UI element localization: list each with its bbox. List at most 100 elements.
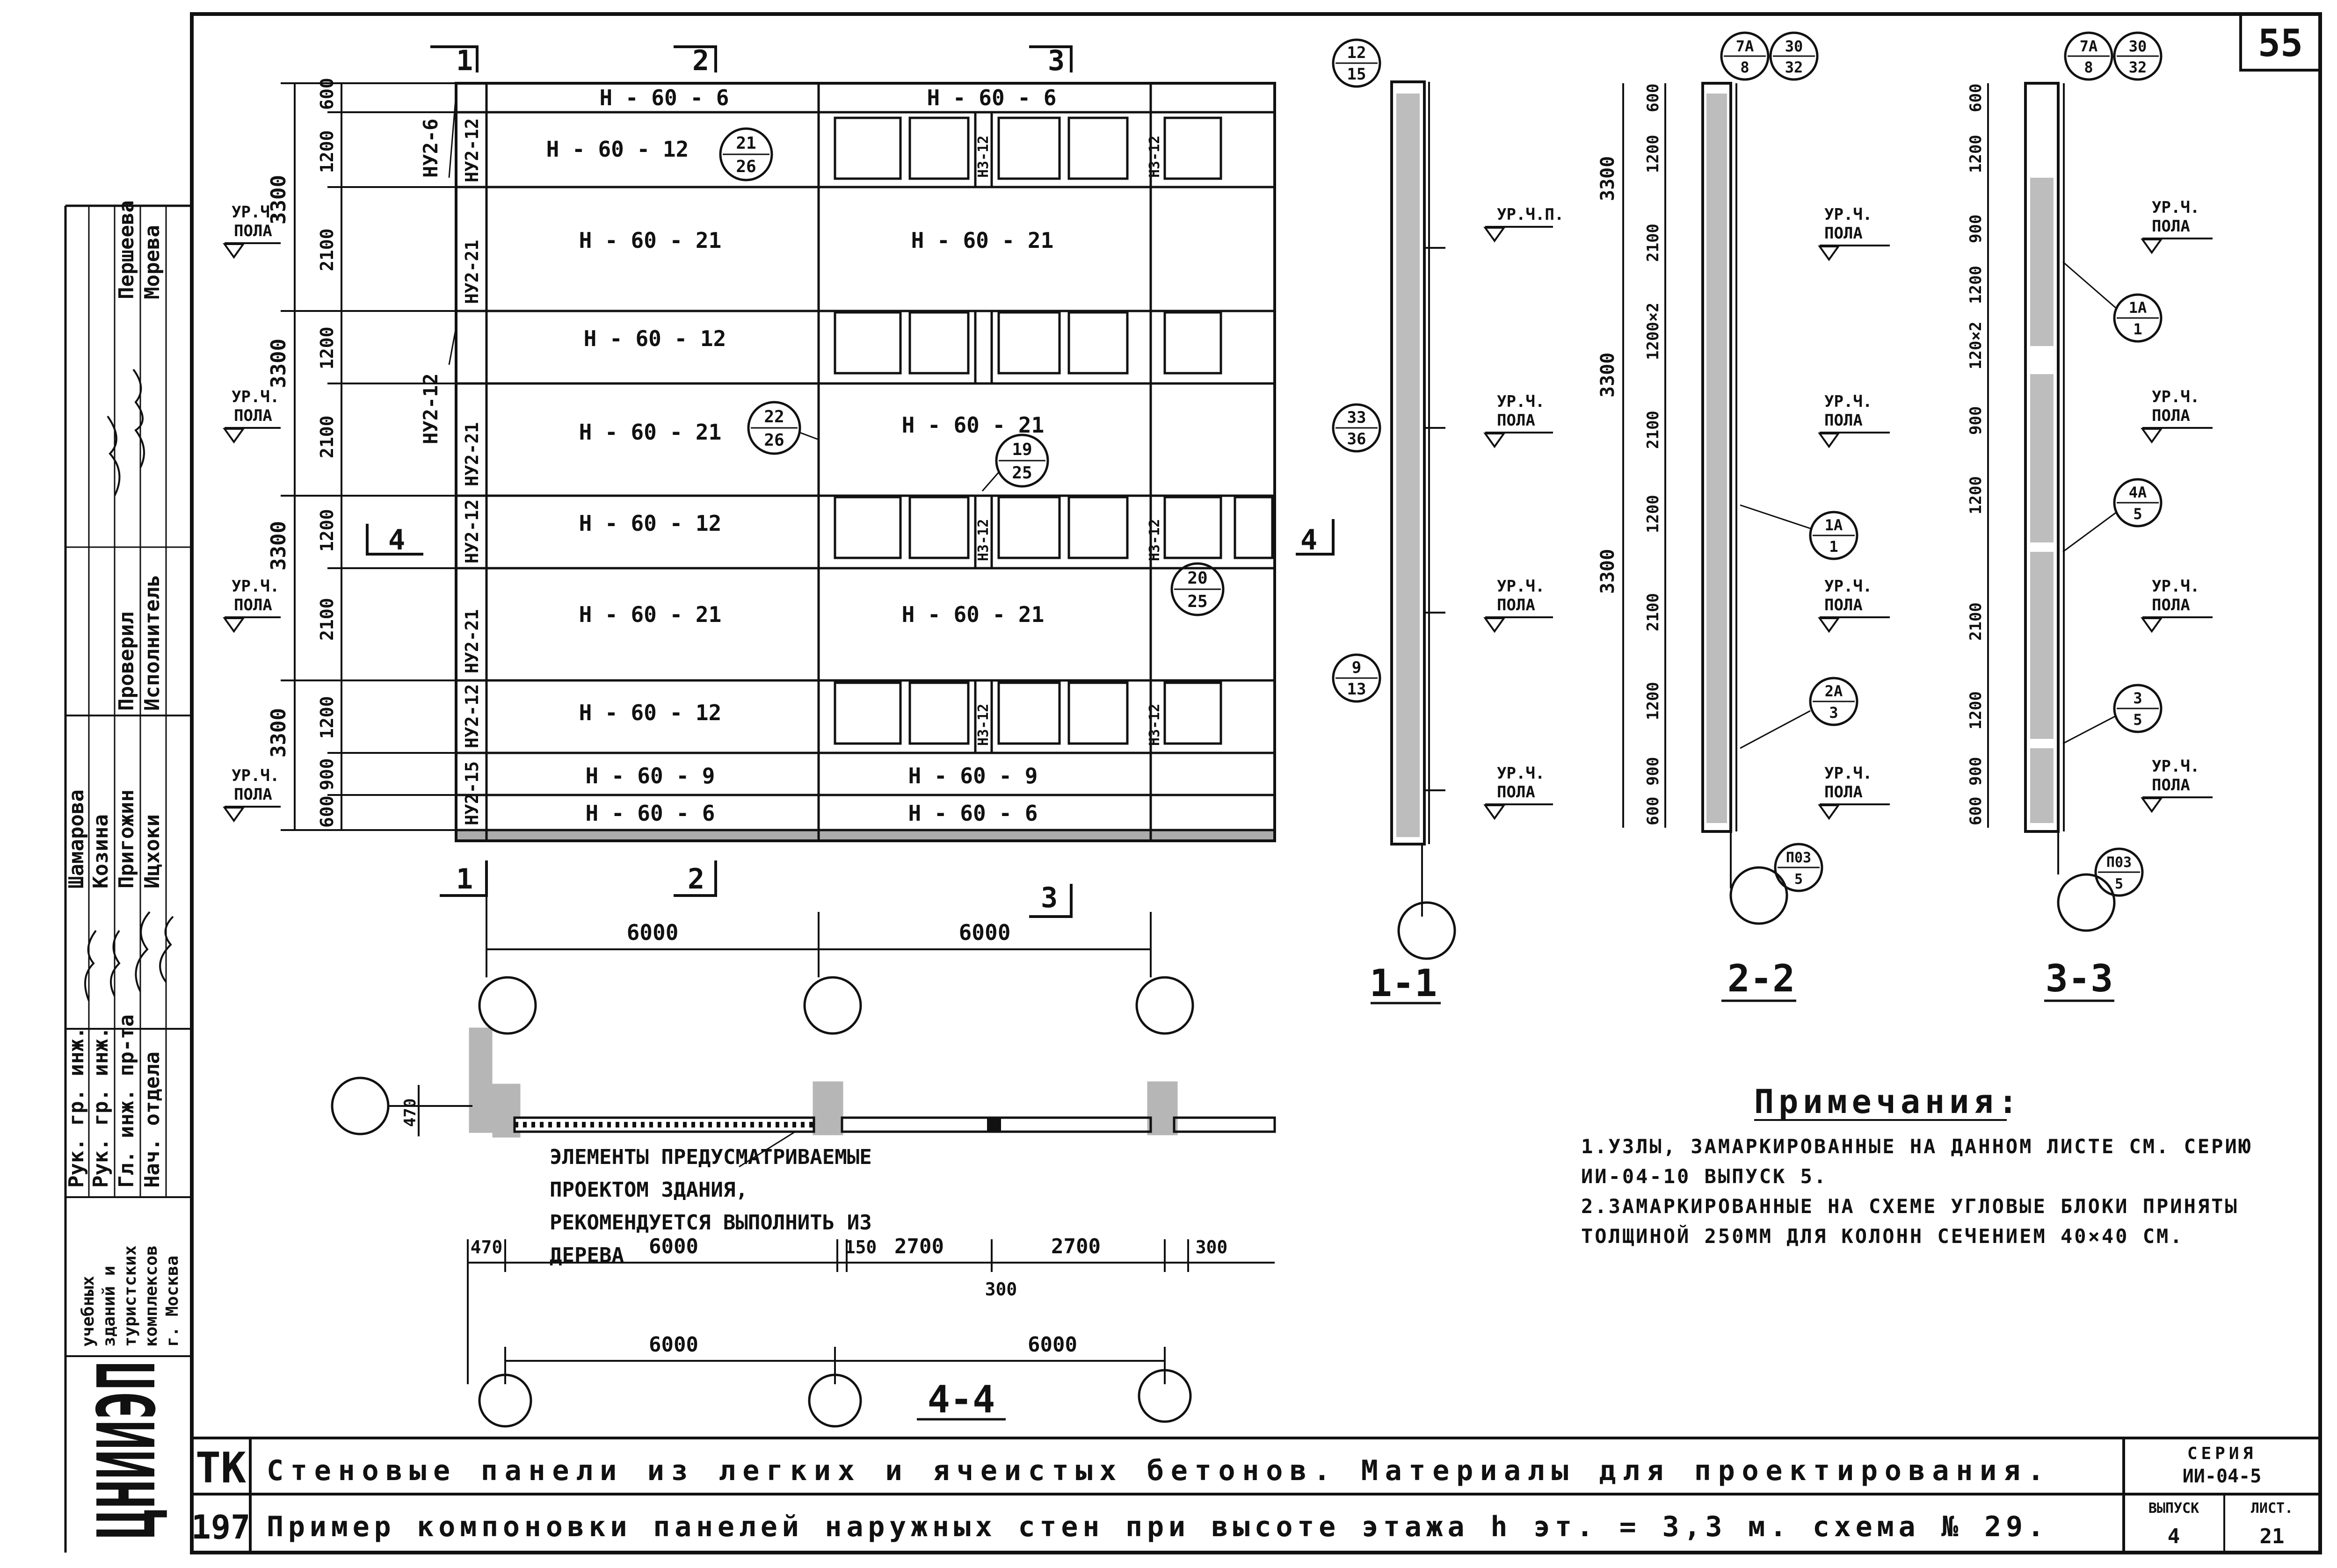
svg-text:600: 600 (1967, 84, 1985, 112)
axis-circle (1138, 1369, 1192, 1423)
series-label: СЕРИЯ (2187, 1444, 2257, 1463)
signature-scribble (132, 369, 145, 468)
series-value: ИИ-04-5 (2183, 1466, 2262, 1487)
axis-circle (808, 1373, 862, 1428)
node-ref-circle: П03 5 (2094, 847, 2144, 897)
note-item: 2.Замаркированные на схеме угловые блоки… (1581, 1195, 2239, 1248)
corner-panel-label: НУ2-12 (462, 118, 482, 182)
svg-text:22: 22 (764, 407, 784, 426)
axis-circle (2057, 873, 2116, 932)
level-marker: УР.Ч. ПОЛА (223, 203, 281, 259)
svg-text:2А: 2А (1825, 682, 1843, 700)
axis-circle (803, 976, 862, 1035)
axis-circle (478, 976, 537, 1035)
panel-label: Н - 60 - 6 (586, 801, 715, 826)
svg-text:1200: 1200 (317, 509, 337, 552)
svg-text:150: 150 (845, 1237, 877, 1257)
corner-panel-label: НУ2-12 (462, 684, 482, 748)
svg-text:2100: 2100 (317, 598, 337, 641)
stamp-name-5: Морева (140, 225, 164, 299)
svg-text:600: 600 (317, 795, 337, 828)
svg-text:ПОЛА: ПОЛА (1824, 596, 1863, 614)
node-ref-circle: 30 32 (2113, 31, 2163, 81)
svg-text:УР.Ч.: УР.Ч. (1824, 764, 1872, 783)
svg-text:5: 5 (1794, 871, 1803, 888)
level-marker: УР.Ч. ПОЛА (223, 577, 281, 633)
svg-text:1200: 1200 (1967, 476, 1985, 514)
svg-text:8: 8 (2084, 58, 2093, 76)
section-mark: 3 (1041, 882, 1058, 914)
svg-text:6000: 6000 (649, 1333, 698, 1357)
node-ref-circle: 30 32 (1769, 31, 1819, 81)
svg-text:6000: 6000 (649, 1235, 698, 1258)
svg-text:1200: 1200 (317, 326, 337, 369)
svg-text:УР.Ч.: УР.Ч. (232, 766, 279, 785)
svg-text:ПОЛА: ПОЛА (1824, 411, 1863, 430)
svg-text:33: 33 (1347, 408, 1366, 427)
svg-text:26: 26 (764, 431, 784, 450)
signature-scribble (107, 415, 121, 496)
svg-text:1: 1 (2133, 320, 2142, 338)
panel-label: Н - 60 - 9 (908, 763, 1038, 788)
svg-text:300: 300 (985, 1279, 1017, 1300)
svg-text:9: 9 (1352, 658, 1361, 677)
level-marker: УР.Ч. ПОЛА (2141, 198, 2213, 254)
list-value: 21 (2260, 1525, 2285, 1548)
signature-scribble (135, 911, 151, 992)
facade-elevation: Н - 60 - 6 Н - 60 - 6 Н - 60 - 12 Н - 60… (223, 44, 1335, 1035)
svg-text:1200×2: 1200×2 (1644, 303, 1662, 360)
signature-scribble (159, 916, 174, 983)
node-ref-circle: 7А 8 (1720, 31, 1770, 81)
corner-panel-label: НУ2-15 (462, 761, 482, 825)
svg-text:5: 5 (2133, 711, 2142, 729)
section-mark: 1 (456, 863, 473, 896)
svg-text:3: 3 (1829, 704, 1838, 722)
svg-text:600: 600 (1967, 797, 1985, 825)
svg-text:2100: 2100 (317, 228, 337, 271)
panel-label: Н - 60 - 6 (600, 85, 729, 110)
svg-text:5: 5 (2133, 505, 2142, 523)
svg-text:20: 20 (1187, 569, 1207, 588)
svg-text:900: 900 (1967, 406, 1985, 435)
svg-text:НЗ-12: НЗ-12 (975, 136, 992, 178)
section-1-1: 1-1 УР.Ч.П. УР.Ч. ПОЛА УР.Ч. ПОЛА УР.Ч. … (1332, 38, 1564, 1005)
node-ref-circle: 33 36 (1332, 403, 1381, 453)
stamp-name-2: Пригожин (115, 789, 138, 889)
svg-text:туристских: туристских (121, 1245, 140, 1347)
panel-label: Н - 60 - 6 (908, 801, 1038, 826)
svg-text:30: 30 (2129, 37, 2147, 55)
svg-text:2100: 2100 (1644, 593, 1662, 631)
svg-text:13: 13 (1347, 680, 1366, 699)
svg-text:8: 8 (1740, 58, 1749, 76)
svg-text:ПОЛА: ПОЛА (1497, 411, 1535, 430)
corner-panel-label: НУ2-21 (462, 609, 482, 673)
svg-text:2700: 2700 (1051, 1235, 1101, 1258)
level-marker: УР.Ч. ПОЛА (1483, 764, 1553, 820)
corner-label: НУ2-12 (419, 373, 442, 444)
section-mark: 2 (692, 44, 709, 77)
svg-text:900: 900 (1644, 757, 1662, 786)
svg-text:ПОЛА: ПОЛА (2152, 217, 2190, 236)
section-label: 4-4 (928, 1378, 995, 1421)
node-ref-circle: 1А 1 (1740, 504, 1858, 560)
svg-text:УР.Ч.П.: УР.Ч.П. (1497, 205, 1564, 224)
plan-4-4: 470 Элементы предусматриваемые проектом … (331, 1027, 1276, 1428)
node-ref-circle: П03 5 (1774, 843, 1823, 892)
title-line-1: Стеновые панели из легких и ячеистых бет… (267, 1454, 2044, 1487)
svg-text:470: 470 (401, 1098, 420, 1127)
plan-note: Элементы предусматриваемые проектом здан… (550, 1145, 872, 1267)
panel-label: Н - 60 - 21 (579, 602, 722, 627)
section-mark: 1 (456, 44, 473, 77)
svg-text:1200: 1200 (1644, 682, 1662, 720)
panel-label: Н - 60 - 21 (579, 419, 722, 445)
svg-text:25: 25 (1187, 592, 1207, 611)
dim-label: 3300 (267, 175, 290, 224)
svg-text:1200: 1200 (1967, 266, 1985, 304)
svg-text:900: 900 (317, 758, 337, 790)
issue-value: 4 (2168, 1525, 2180, 1548)
svg-text:ПОЛА: ПОЛА (1497, 596, 1535, 614)
svg-text:600: 600 (1644, 797, 1662, 825)
panel-label: Н - 60 - 12 (546, 137, 689, 162)
svg-text:900: 900 (1967, 757, 1985, 786)
svg-text:2700: 2700 (894, 1235, 944, 1258)
